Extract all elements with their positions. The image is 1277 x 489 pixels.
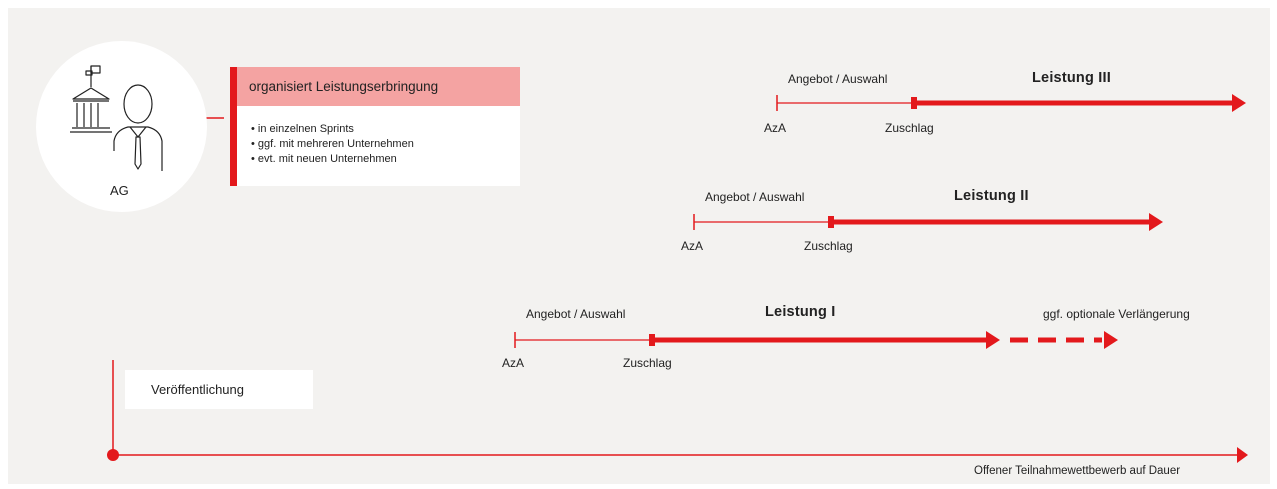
publication-box: Veröffentlichung (125, 370, 313, 409)
client-circle (36, 41, 207, 212)
offer-phase-label: Angebot / Auswahl (705, 190, 805, 204)
lane-leistung-3 (776, 94, 1246, 112)
bullet-item: in einzelnen Sprints (251, 122, 414, 137)
bullet-item: ggf. mit mehreren Unternehmen (251, 137, 414, 152)
diagram-canvas: AG organisiert Leistungserbringung in ei… (8, 8, 1270, 484)
publication-timeline (107, 360, 1248, 463)
aza-label: AzA (681, 239, 704, 253)
service-arrowhead (1149, 213, 1163, 231)
offer-phase-label: Angebot / Auswahl (526, 307, 626, 321)
aza-label: AzA (764, 121, 787, 135)
bullet-item: evt. mit neuen Unternehmen (251, 152, 414, 167)
organize-card-title: organisiert Leistungserbringung (237, 67, 520, 106)
open-competition-label: Offener Teilnahmewettbewerb auf Dauer (974, 465, 1181, 477)
award-label: Zuschlag (885, 121, 934, 135)
organize-card: organisiert Leistungserbringung in einze… (230, 67, 520, 186)
lane-leistung-1 (514, 331, 1118, 349)
timeline-diagram (107, 94, 1248, 463)
open-competition-arrowhead (1237, 447, 1248, 463)
client-authority-person-icon (70, 65, 163, 171)
offer-phase-label: Angebot / Auswahl (788, 72, 888, 86)
award-label: Zuschlag (623, 356, 672, 370)
service-title: Leistung III (1032, 70, 1111, 86)
lane-leistung-2 (693, 213, 1163, 231)
service-title: Leistung I (765, 304, 836, 320)
service-arrowhead (986, 331, 1000, 349)
aza-label: AzA (502, 356, 525, 370)
client-label: AG (110, 183, 129, 198)
service-title: Leistung II (954, 188, 1029, 204)
service-arrowhead (1232, 94, 1246, 112)
award-label: Zuschlag (804, 239, 853, 253)
extension-label: ggf. optionale Verlängerung (1043, 307, 1190, 321)
organize-bullet-list: in einzelnen Sprints ggf. mit mehreren U… (251, 122, 414, 167)
extension-arrowhead (1104, 331, 1118, 349)
publication-dot (107, 449, 119, 461)
